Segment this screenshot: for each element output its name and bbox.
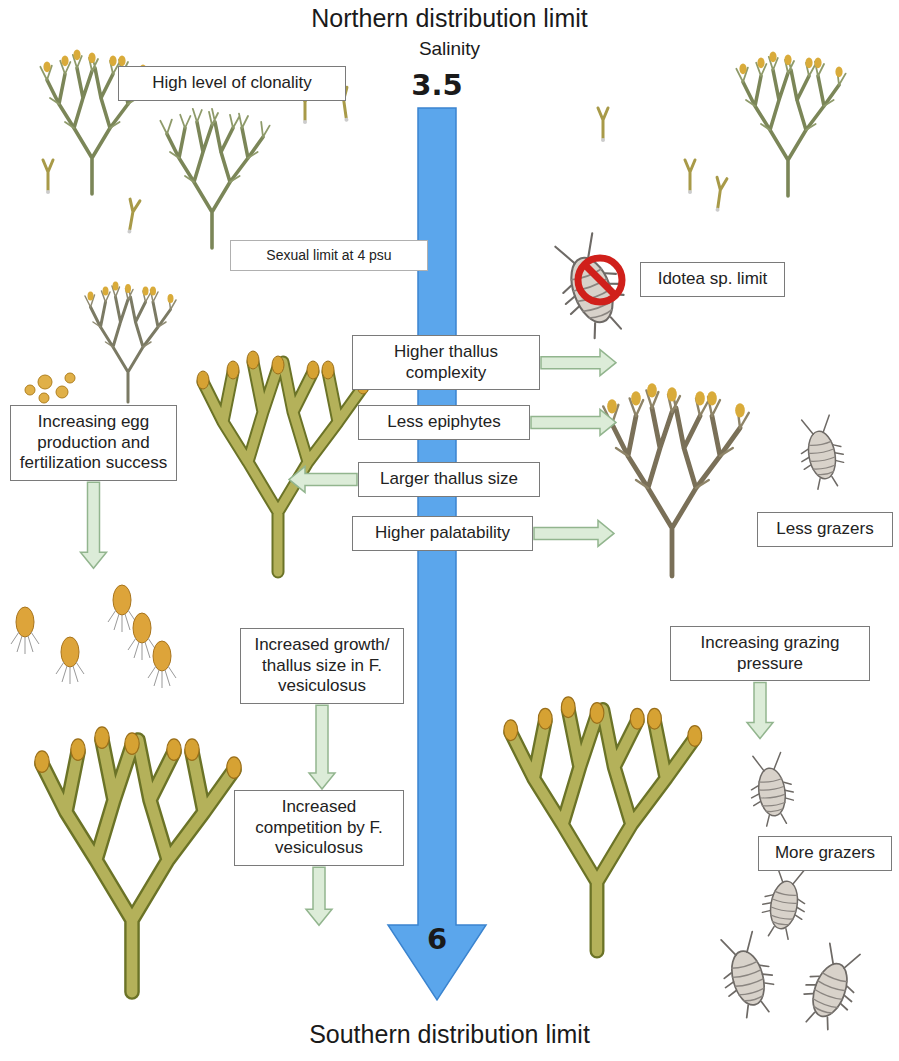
axis-label: Southern distribution limit	[0, 1020, 899, 1049]
fucus-plant	[35, 727, 241, 992]
effect-arrow	[541, 350, 616, 376]
text-box: Sexual limit at 4 psu	[230, 240, 428, 271]
flow-arrow	[309, 705, 335, 789]
text-box: Increased growth/ thallus size in F. ves…	[240, 628, 404, 704]
text-box: Increased competition by F. vesiculosus	[234, 790, 404, 866]
eggs	[25, 373, 75, 403]
box-text: Larger thallus size	[367, 469, 531, 490]
box-text: Higher thallus complexity	[361, 342, 531, 383]
fucus-plant	[197, 351, 369, 572]
box-text: Less grazers	[766, 519, 884, 540]
text-box: Larger thallus size	[358, 462, 540, 497]
effect-arrow	[747, 683, 773, 739]
box-text: More grazers	[767, 843, 883, 864]
text-box: More grazers	[758, 836, 892, 871]
f-radicans-plant	[603, 383, 749, 576]
seedlings	[43, 87, 727, 234]
effect-arrow	[306, 867, 332, 925]
label-text: Southern distribution limit	[309, 1020, 590, 1048]
effect-arrow	[81, 482, 107, 568]
box-text: Increasing egg production and fertilizat…	[19, 412, 168, 474]
label-text: 3.5	[411, 68, 462, 102]
label-text: Salinity	[419, 38, 480, 59]
effect-arrow	[289, 466, 357, 492]
axis-label: 3.5	[377, 68, 497, 102]
box-text: Idotea sp. limit	[649, 269, 776, 290]
text-box: Less grazers	[757, 512, 893, 547]
effect-arrow	[534, 520, 614, 546]
f-radicans-plant	[160, 109, 269, 248]
box-text: Less epiphytes	[367, 412, 521, 433]
text-box: High level of clonality	[118, 66, 346, 101]
box-text: Increasing grazing pressure	[679, 633, 861, 674]
fucus-plant	[504, 697, 702, 951]
effect-arrow	[531, 409, 616, 435]
axis-label: Salinity	[0, 38, 899, 60]
box-text: Increased competition by F. vesiculosus	[243, 797, 395, 859]
text-box: Increasing egg production and fertilizat…	[10, 405, 177, 481]
box-text: Sexual limit at 4 psu	[239, 247, 419, 264]
prohibition-sign	[578, 258, 622, 302]
label-text: 6	[427, 922, 447, 956]
text-box: Higher palatability	[352, 516, 533, 551]
f-radicans-plant	[736, 51, 845, 196]
axis-label: Northern distribution limit	[0, 4, 899, 33]
axis-label: 6	[397, 922, 477, 956]
box-text: Increased growth/ thallus size in F. ves…	[249, 635, 395, 697]
text-box: Less epiphytes	[358, 405, 530, 440]
f-radicans-plant	[85, 282, 176, 403]
text-box: Idotea sp. limit	[640, 262, 785, 297]
embryos	[11, 585, 176, 688]
text-box: Increasing grazing pressure	[670, 626, 870, 681]
box-text: High level of clonality	[127, 73, 337, 94]
label-text: Northern distribution limit	[311, 4, 588, 32]
text-box: Higher thallus complexity	[352, 335, 540, 390]
box-text: Higher palatability	[361, 523, 524, 544]
